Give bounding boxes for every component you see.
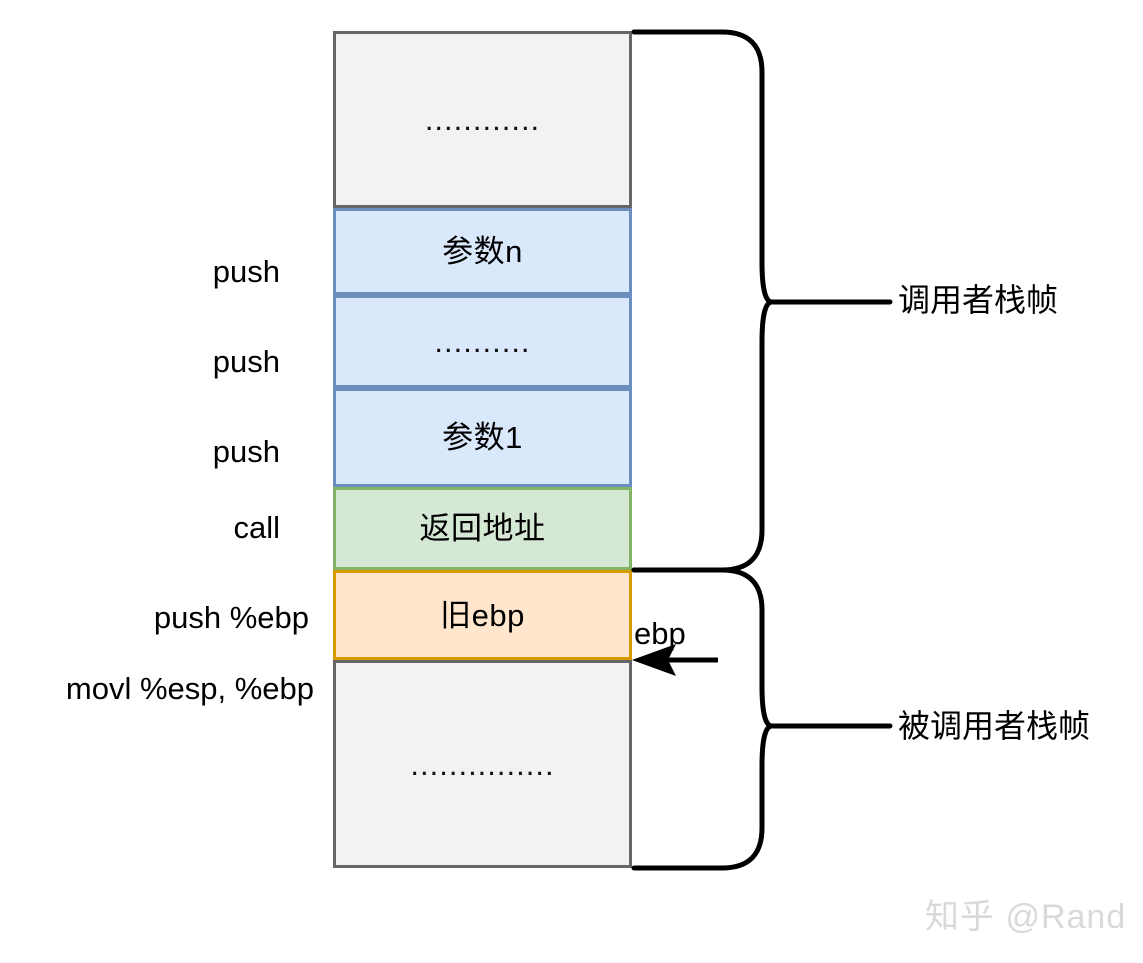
brace-label-caller-frame: 调用者栈帧	[898, 282, 1059, 318]
instruction-push-arg-mid: push	[212, 344, 280, 379]
watermark: 知乎 @Rand	[925, 898, 1127, 936]
brace-label-callee-frame: 被调用者栈帧	[898, 708, 1091, 744]
stack-cell-return-address: 返回地址	[333, 487, 632, 570]
instruction-push-arg-1: push	[212, 434, 280, 469]
stack-cell-label: 参数n	[442, 234, 523, 269]
stack-cell-label: ............	[424, 102, 541, 137]
stack-cell-top-ellipsis: ............	[333, 31, 632, 208]
stack-cell-arg-ellipsis: ..........	[333, 295, 632, 388]
instruction-push-arg-n: push	[212, 254, 280, 289]
stack-cell-arg-n: 参数n	[333, 208, 632, 295]
stack-cell-label: ..........	[434, 324, 531, 359]
stack-cell-old-ebp: 旧ebp	[333, 570, 632, 660]
stack-cell-label: ...............	[410, 746, 555, 782]
stack-cell-arg-1: 参数1	[333, 388, 632, 487]
stack-cell-label: 旧ebp	[440, 597, 525, 633]
instruction-push-ebp: push %ebp	[153, 600, 309, 635]
brace-caller-frame-icon	[631, 29, 775, 573]
instruction-call: call	[233, 510, 280, 545]
ebp-pointer-label: ebp	[634, 616, 686, 651]
instruction-movl-esp-ebp: movl %esp, %ebp	[65, 671, 314, 706]
stack-cell-label: 参数1	[442, 420, 523, 455]
stack-cell-bottom-ellipsis: ...............	[333, 660, 632, 868]
stack-cell-label: 返回地址	[419, 511, 546, 546]
brace-callee-frame-icon	[631, 567, 775, 871]
